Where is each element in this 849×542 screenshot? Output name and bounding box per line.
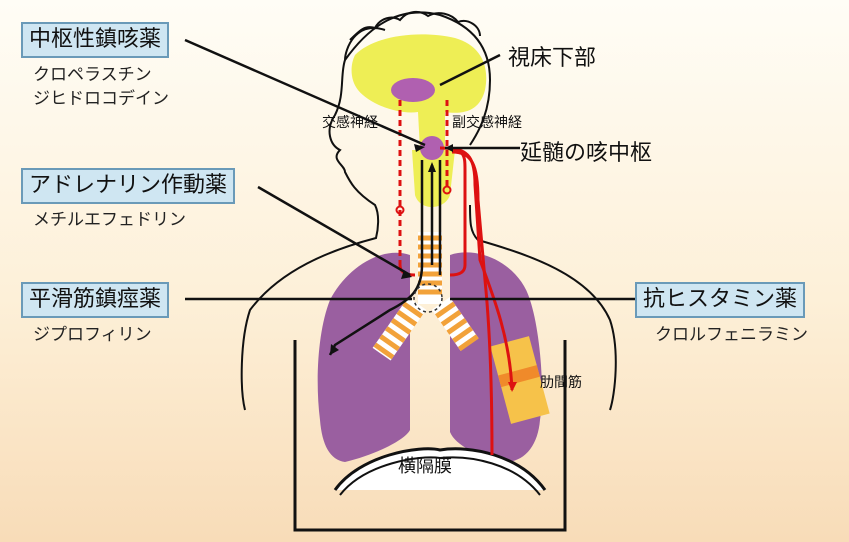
target-marker [413,283,443,313]
left-lung [317,252,410,462]
central-antitussive-example-1: クロペラスチン [33,65,152,85]
medulla-shape [420,136,444,160]
body-outline [240,11,617,411]
container-outline [293,340,567,532]
smooth-muscle-box: 平滑筋鎮痙薬 [21,282,170,318]
intercostal-muscle [490,336,550,424]
medulla-label: 延髄の咳中枢 [520,141,653,166]
hypothalamus-shape [391,78,435,102]
central-antitussive-example-2: ジヒドロコデイン [33,89,169,109]
diaphragm-shape [333,447,547,491]
intercostal-label: 肋間筋 [540,375,582,391]
antihistamine-example-1: クロルフェニラミン [655,325,808,345]
hypothalamus-label: 視床下部 [508,46,597,71]
smooth-muscle-example-1: ジプロフィリン [33,325,152,345]
parasympathetic-label: 副交感神経 [452,115,522,131]
nerve-paths [398,100,514,456]
antihistamine-box: 抗ヒスタミン薬 [635,282,806,318]
black-arrows [184,38,635,356]
hair [349,10,481,41]
sympathetic-label: 交感神経 [322,115,378,131]
adrenergic-example-1: メチルエフェドリン [33,210,186,230]
adrenergic-box: アドレナリン作動薬 [21,168,236,204]
central-antitussive-box: 中枢性鎮咳薬 [21,22,170,58]
diaphragm-label: 横隔膜 [398,456,452,477]
